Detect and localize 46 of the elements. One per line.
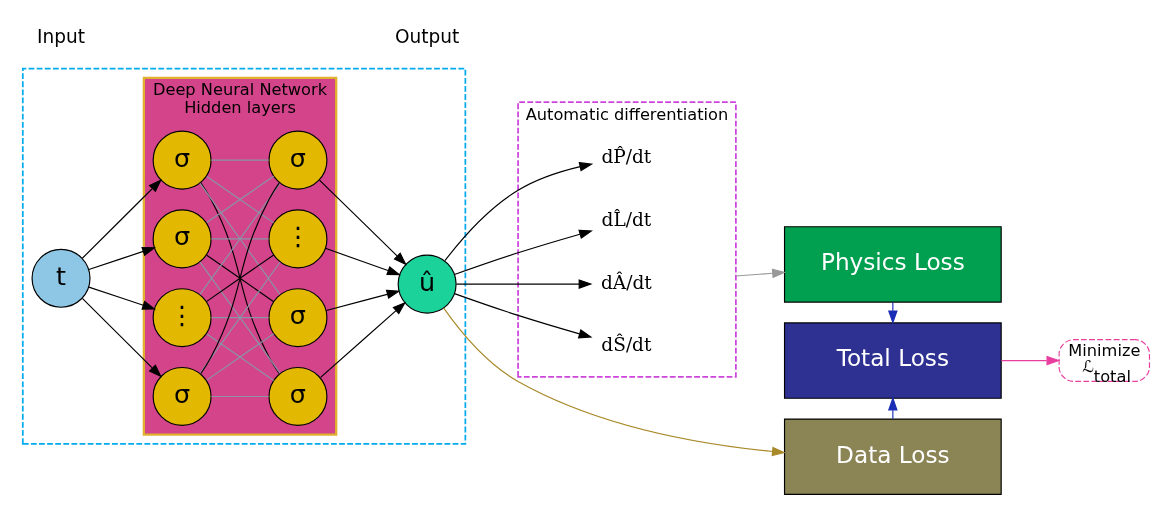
- node-box: Data Loss: [783, 418, 1002, 495]
- node-circle: ⋮: [268, 209, 328, 269]
- node-text: dL̂/dt: [601, 208, 652, 230]
- connector: [210, 317, 270, 319]
- label: Input: [37, 25, 86, 47]
- connector: [199, 261, 281, 374]
- connector: [206, 175, 275, 224]
- arrow: [444, 162, 594, 262]
- arrow: [81, 297, 162, 378]
- node-circle: σ: [152, 130, 212, 190]
- connector: [199, 182, 281, 295]
- connector: [206, 333, 275, 381]
- connector: [210, 395, 270, 398]
- connector: [210, 238, 270, 240]
- arrow: [1000, 355, 1061, 366]
- arrow: [443, 307, 786, 457]
- arrow: [318, 179, 407, 266]
- arrow: [88, 246, 157, 271]
- arrow: [81, 179, 162, 259]
- node-circle: ⋮: [152, 288, 212, 348]
- node-circle: σ: [152, 209, 212, 269]
- node-circle: σ: [268, 366, 328, 426]
- arrow: [325, 289, 401, 312]
- arrow: [88, 286, 157, 310]
- arrow: [453, 293, 593, 339]
- arrow: [455, 279, 593, 289]
- arrow: [735, 268, 787, 279]
- arrow: [324, 247, 401, 276]
- arrow: [888, 301, 898, 325]
- connector: [200, 182, 280, 375]
- arrow: [453, 229, 593, 276]
- node-circle: û: [397, 254, 457, 314]
- node-circle: σ: [152, 366, 212, 426]
- node-text: dÂ/dt: [601, 271, 652, 293]
- node-box: Physics Loss: [783, 226, 1002, 303]
- arrow: [888, 396, 898, 420]
- node-circle: σ: [268, 130, 328, 190]
- label: Output: [394, 25, 460, 47]
- node-box: Total Loss: [783, 322, 1002, 399]
- cluster: [21, 67, 467, 445]
- node-text: dŜ/dt: [601, 334, 652, 356]
- node-circle: σ: [268, 288, 328, 348]
- connector: [210, 159, 270, 161]
- node-circle: t: [31, 248, 91, 308]
- arrow: [320, 301, 407, 378]
- node-text: dP̂/dt: [601, 146, 652, 168]
